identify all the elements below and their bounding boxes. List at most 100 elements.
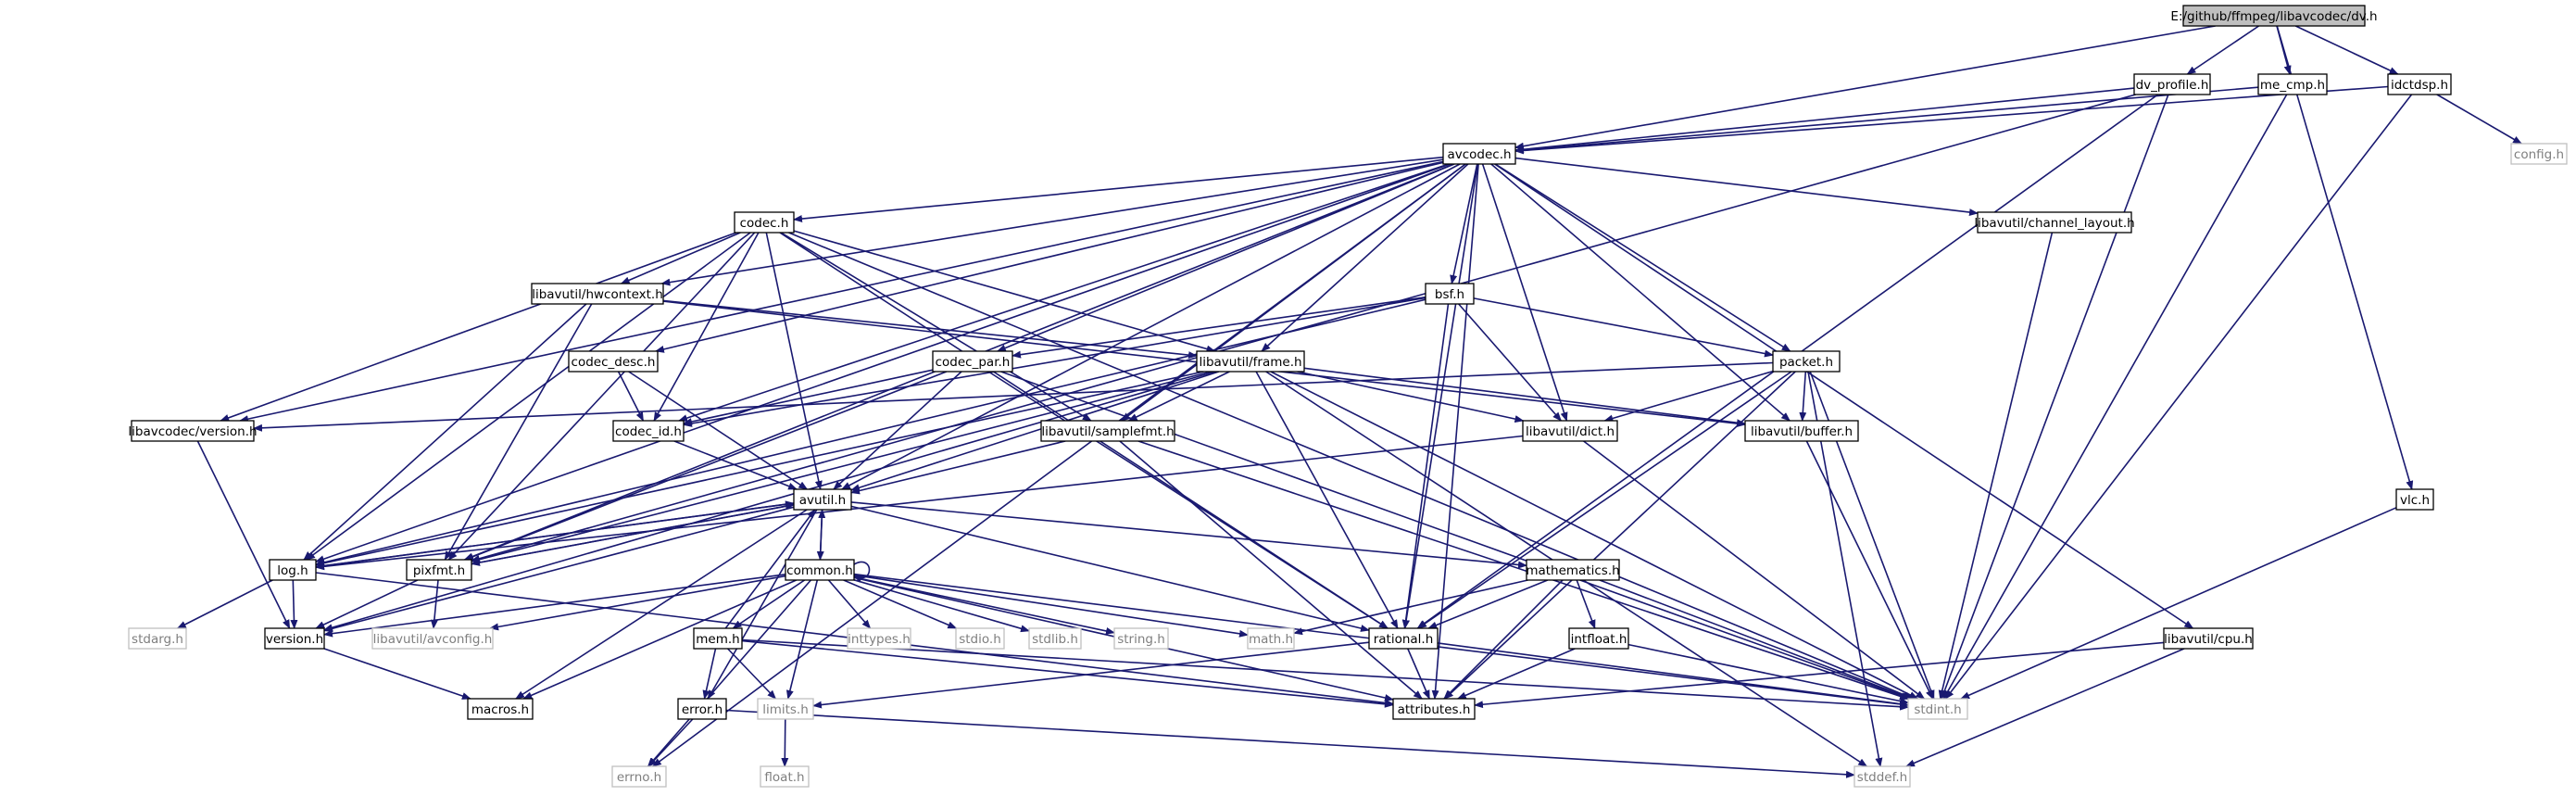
node-dv[interactable]: E:/github/ffmpeg/libavcodec/dv.h — [2170, 5, 2378, 27]
node-attributes[interactable]: attributes.h — [1392, 698, 1476, 720]
node-codec[interactable]: codec.h — [734, 211, 795, 234]
node-label: E:/github/ffmpeg/libavcodec/dv.h — [2170, 9, 2377, 24]
node-pixfmt[interactable]: pixfmt.h — [406, 559, 472, 581]
node-box — [785, 559, 855, 581]
node-box — [760, 765, 810, 788]
edge-common-to-limits — [785, 579, 819, 700]
node-box — [1522, 420, 1618, 442]
edge-codec-to-lavc_version — [220, 232, 737, 422]
node-buffer[interactable]: libavutil/buffer.h — [1744, 420, 1859, 442]
node-label: macros.h — [471, 702, 529, 717]
node-box — [611, 765, 667, 788]
edge-avutil-to-version — [323, 506, 795, 633]
node-packet[interactable]: packet.h — [1772, 350, 1841, 373]
edge-bsf-to-dict — [1458, 303, 1562, 422]
node-dv_profile[interactable]: dv_profile.h — [2133, 73, 2211, 95]
node-codec_par[interactable]: codec_par.h — [932, 350, 1013, 373]
node-frame[interactable]: libavutil/frame.h — [1196, 350, 1305, 373]
node-error[interactable]: error.h — [677, 698, 727, 720]
node-codec_desc[interactable]: codec_desc.h — [568, 350, 659, 373]
node-macros[interactable]: macros.h — [467, 698, 534, 720]
node-label: mathematics.h — [1526, 563, 1619, 578]
node-box — [467, 698, 534, 720]
edge-codec-to-frame — [793, 230, 1216, 353]
edge-dv-to-vlc — [2276, 25, 2414, 490]
node-box — [2510, 143, 2568, 165]
node-idctdsp[interactable]: idctdsp.h — [2387, 73, 2452, 95]
node-string: string.h — [1113, 627, 1169, 650]
node-vlc[interactable]: vlc.h — [2395, 488, 2434, 511]
node-config: config.h — [2510, 143, 2568, 165]
node-label: codec_desc.h — [572, 355, 656, 370]
node-label: libavutil/dict.h — [1526, 424, 1615, 439]
edge-codec-to-hwcontext — [620, 232, 741, 284]
node-codec_id[interactable]: codec_id.h — [612, 420, 685, 442]
edge-avcodec-to-bsf — [1450, 163, 1478, 284]
node-channel_layout[interactable]: libavutil/channel_layout.h — [1974, 211, 2135, 234]
node-box — [531, 283, 664, 305]
node-lavc_version[interactable]: libavcodec/version.h — [128, 420, 258, 442]
node-box — [1977, 211, 2132, 234]
node-cpu[interactable]: libavutil/cpu.h — [2163, 627, 2254, 650]
node-samplefmt[interactable]: libavutil/samplefmt.h — [1040, 420, 1175, 442]
node-stdlib: stdlib.h — [1028, 627, 1082, 650]
edge-rational-to-limits — [812, 641, 1370, 709]
edge-dv-to-dv_profile — [2186, 25, 2260, 75]
edge-avcodec-to-log — [315, 163, 1451, 562]
edge-pixfmt-to-avutil — [471, 502, 795, 565]
edge-avcodec-to-attributes — [1431, 163, 1479, 700]
node-label: idctdsp.h — [2391, 78, 2448, 93]
edge-common-to-mem — [732, 579, 806, 629]
node-me_cmp[interactable]: me_cmp.h — [2257, 73, 2328, 95]
edge-error-to-errno — [647, 718, 694, 767]
edge-codec-to-samplefmt — [780, 232, 1092, 422]
node-box — [612, 420, 685, 442]
node-stdarg: stdarg.h — [128, 627, 187, 650]
node-label: common.h — [786, 563, 853, 578]
node-rational[interactable]: rational.h — [1368, 627, 1439, 650]
edge-frame-to-samplefmt — [1127, 371, 1230, 422]
edge-avcodec-to-codec_par — [996, 163, 1455, 352]
edge-cpu-to-stddef — [1905, 648, 2185, 767]
node-hwcontext[interactable]: libavutil/hwcontext.h — [531, 283, 664, 305]
node-label: string.h — [1117, 632, 1165, 647]
edge-rational-to-stdint — [1437, 642, 1909, 708]
edge-idctdsp-to-stdint — [1944, 94, 2413, 700]
edge-mem-to-limits — [727, 648, 777, 700]
edge-avcodec-to-cpu — [1494, 163, 2194, 629]
node-avcodec[interactable]: avcodec.h — [1442, 143, 1516, 165]
edge-common-to-version — [323, 574, 786, 638]
node-common[interactable]: common.h — [785, 559, 855, 581]
edge-cpu-to-attributes — [1474, 641, 2165, 709]
edge-common-to-avconfig — [489, 575, 786, 631]
edge-common-to-math — [853, 574, 1249, 638]
edge-channel_layout-to-stdint — [1938, 232, 2054, 700]
node-box — [734, 211, 795, 234]
node-dict[interactable]: libavutil/dict.h — [1522, 420, 1618, 442]
node-version[interactable]: version.h — [264, 627, 325, 650]
edge-packet-to-buffer — [1799, 371, 1807, 422]
edge-dv_profile-to-avcodec — [1514, 87, 2135, 154]
edge-common-to-stdlib — [853, 579, 1030, 633]
node-bsf[interactable]: bsf.h — [1425, 283, 1475, 305]
edge-dict-to-log — [315, 435, 1524, 571]
node-box — [2257, 73, 2328, 95]
edge-common-to-inttypes — [827, 579, 872, 629]
node-avutil[interactable]: avutil.h — [793, 488, 852, 511]
node-box — [269, 559, 317, 581]
edge-common-to-string — [853, 576, 1115, 635]
edge-avcodec-to-rational — [1402, 163, 1479, 629]
edge-error-to-stddef — [725, 709, 1855, 778]
edge-hwcontext-to-pixfmt — [444, 303, 593, 561]
node-label: intfloat.h — [1571, 632, 1627, 647]
node-intfloat[interactable]: intfloat.h — [1568, 627, 1629, 650]
node-log[interactable]: log.h — [269, 559, 317, 581]
node-mathematics[interactable]: mathematics.h — [1526, 559, 1620, 581]
edge-avcodec-to-packet — [1494, 163, 1791, 352]
node-box — [131, 420, 255, 442]
edge-samplefmt-to-avutil — [850, 440, 1066, 495]
node-label: libavcodec/version.h — [128, 424, 257, 439]
node-box — [568, 350, 659, 373]
node-mem[interactable]: mem.h — [693, 627, 743, 650]
